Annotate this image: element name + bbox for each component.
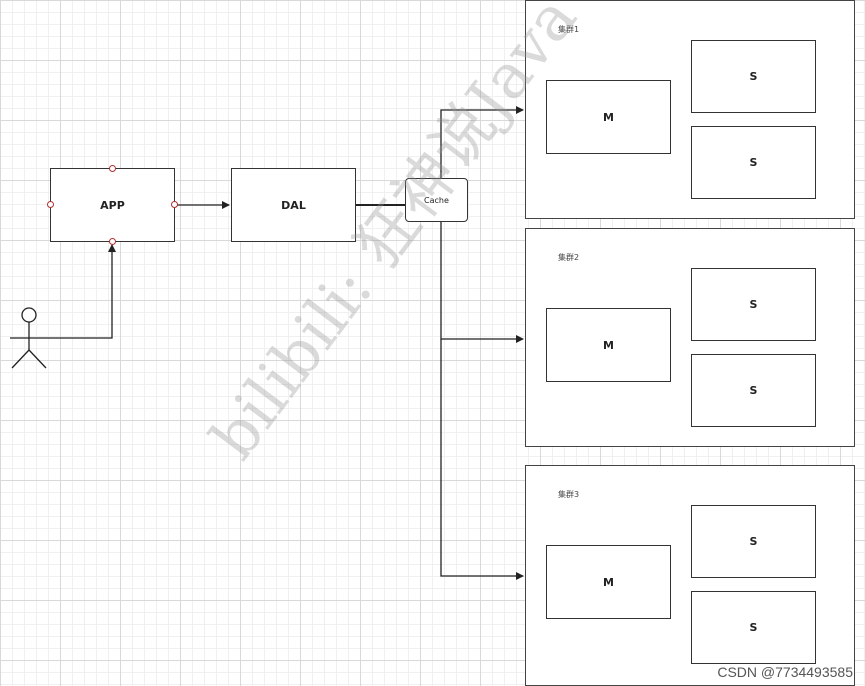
cluster-3-slave-2[interactable]: S	[691, 591, 816, 664]
app-port-right[interactable]	[171, 201, 178, 208]
user-actor-icon	[10, 307, 48, 369]
credit-text: CSDN @7734493585	[717, 664, 853, 680]
cluster-1-slave-1-label: S	[749, 70, 758, 83]
app-port-bottom[interactable]	[109, 238, 116, 245]
app-port-top[interactable]	[109, 165, 116, 172]
cache-to-cluster1-connector	[440, 106, 524, 178]
cluster-3-master[interactable]: M	[546, 545, 671, 619]
app-port-left[interactable]	[47, 201, 54, 208]
dal-node[interactable]: DAL	[231, 168, 356, 242]
cluster-2-slave-2[interactable]: S	[691, 354, 816, 427]
cluster-1-slave-2-label: S	[749, 156, 758, 169]
cluster-2-label: 集群2	[558, 253, 580, 262]
cluster-2-master[interactable]: M	[546, 308, 671, 382]
dal-node-label: DAL	[281, 198, 306, 212]
cache-node[interactable]: Cache	[405, 178, 468, 222]
cluster-1-label: 集群1	[558, 25, 580, 34]
cluster-2-master-label: M	[603, 338, 614, 352]
cluster-2-slave-2-label: S	[749, 384, 758, 397]
cluster-1-master-label: M	[603, 110, 614, 124]
app-node-label: APP	[100, 198, 125, 212]
cache-to-cluster2-connector	[440, 221, 524, 343]
cluster-2-slave-1-label: S	[749, 298, 758, 311]
cluster-3-master-label: M	[603, 575, 614, 589]
cluster-3-slave-2-label: S	[749, 621, 758, 634]
cluster-1-master[interactable]: M	[546, 80, 671, 154]
app-node[interactable]: APP	[50, 168, 175, 242]
cluster-1-slave-1[interactable]: S	[691, 40, 816, 113]
cache-node-label: Cache	[424, 195, 449, 205]
cluster-1-slave-2[interactable]: S	[691, 126, 816, 199]
cluster-3-label: 集群3	[558, 490, 580, 499]
cluster-2-slave-1[interactable]: S	[691, 268, 816, 341]
cluster-3-slave-1-label: S	[749, 535, 758, 548]
cluster-3-slave-1[interactable]: S	[691, 505, 816, 578]
cache-to-cluster3-connector	[440, 339, 524, 580]
actor-to-app-connector	[48, 244, 116, 339]
